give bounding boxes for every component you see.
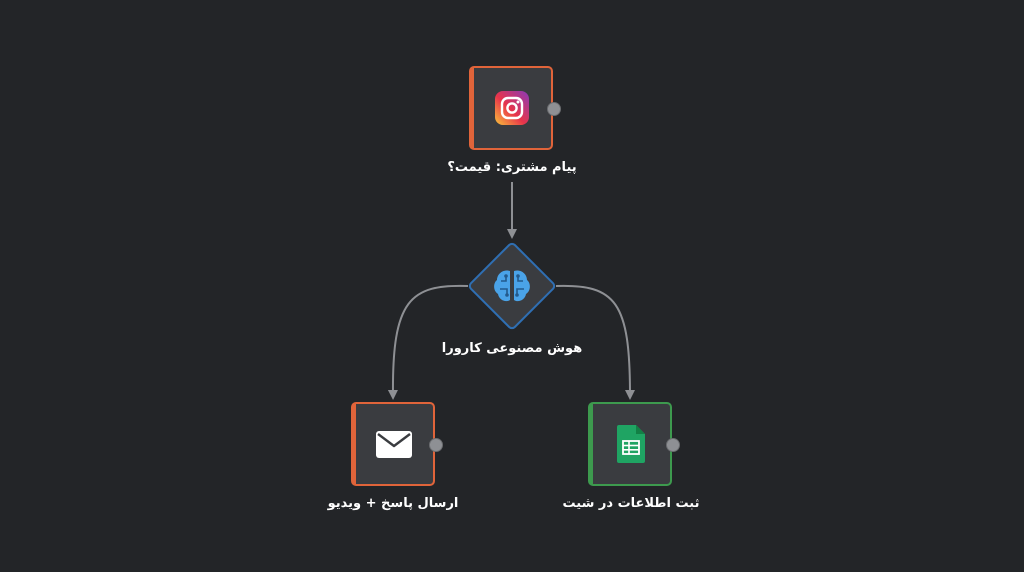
connection-ai-to-email[interactable] xyxy=(387,284,469,400)
google-sheets-icon xyxy=(617,425,645,463)
send-reply-node-output-port[interactable] xyxy=(429,438,443,452)
instagram-node-label: پیام مشتری: قیمت؟ xyxy=(447,160,577,175)
brain-icon xyxy=(494,270,530,302)
connection-ai-to-sheet[interactable] xyxy=(555,284,635,400)
ai-node[interactable] xyxy=(468,242,556,330)
instagram-node-output-port[interactable] xyxy=(547,102,561,116)
sheet-node-label: ثبت اطلاعات در شیت xyxy=(562,496,700,511)
instagram-trigger-node[interactable] xyxy=(469,66,553,150)
sheet-node[interactable] xyxy=(588,402,672,486)
envelope-icon xyxy=(376,431,412,458)
instagram-icon xyxy=(495,91,529,125)
send-reply-node-label: ارسال پاسخ + ویدیو xyxy=(327,496,459,511)
sheet-node-output-port[interactable] xyxy=(666,438,680,452)
send-reply-node[interactable] xyxy=(351,402,435,486)
ai-node-label: هوش مصنوعی کارورا xyxy=(441,341,583,356)
